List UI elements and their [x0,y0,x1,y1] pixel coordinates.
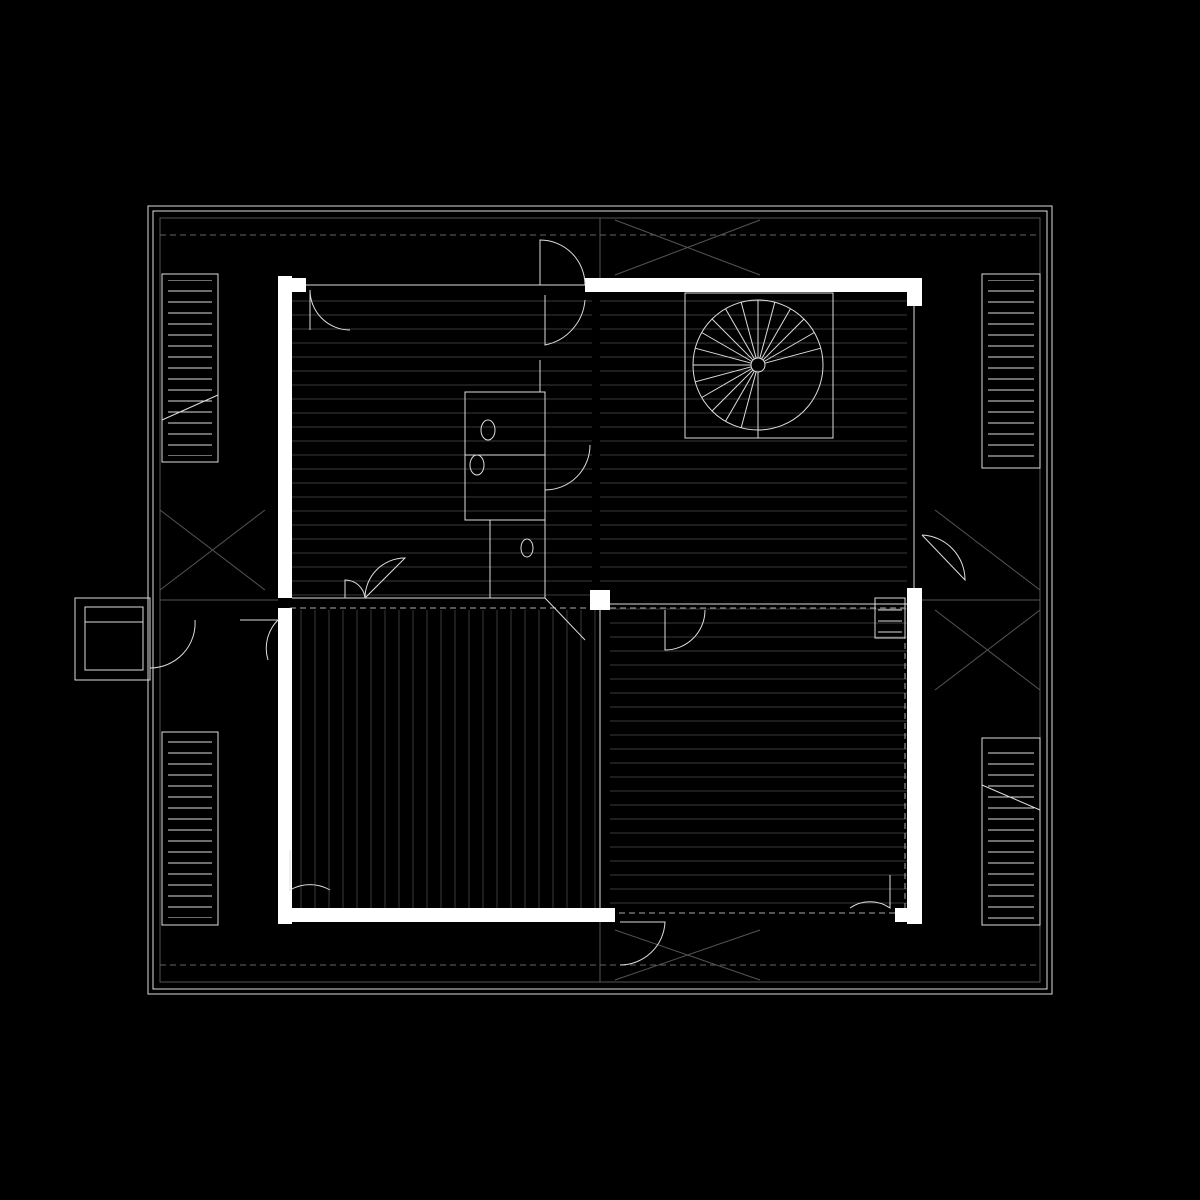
spiral-tread [711,318,754,361]
toilet-icon [480,419,496,441]
spiral-tread [701,332,753,362]
room-north-west [292,292,592,598]
stair-north-east [981,273,1041,469]
spiral-tread [711,369,754,412]
stair-south-west [161,731,219,926]
spiral-tread [701,368,753,398]
stair-small [874,597,906,639]
toilet-icon [520,538,534,558]
room-south-east [610,604,907,908]
stair-north-west [161,273,219,463]
doors[interactable] [149,239,966,966]
spiral-tread [759,302,776,359]
outer-envelope [147,205,1053,995]
spiral-tread [725,308,755,360]
stair-south-east [981,737,1041,926]
spiral-tread [764,347,821,364]
spiral-tread [762,318,805,361]
room-south-west [292,610,602,908]
spiral-tread [763,332,815,362]
spiral-tread [725,370,755,422]
spiral-tread [761,308,791,360]
spiral-stair [684,292,834,439]
spiral-tread [695,366,752,383]
walls [278,276,922,924]
spiral-tread [695,347,752,364]
toilet-icon [469,454,485,476]
entrance-box [74,597,151,681]
spiral-tread [740,302,757,359]
room-north-east [600,292,907,588]
spiral-tread [740,371,757,428]
